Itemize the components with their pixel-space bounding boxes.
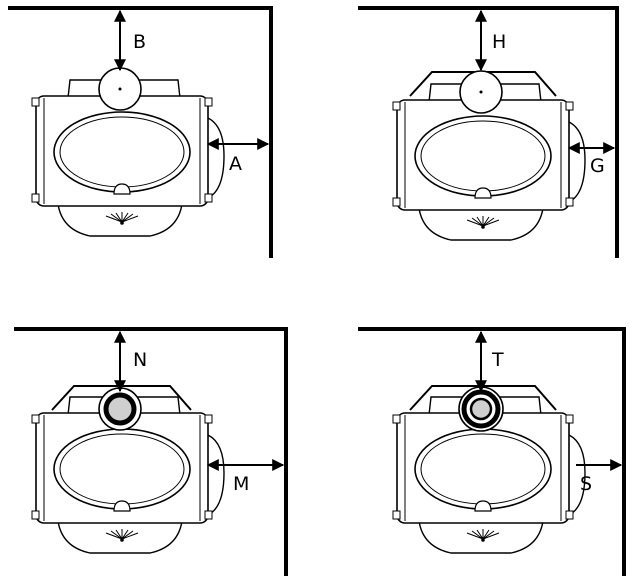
panel-top-right: H G	[358, 6, 619, 258]
clearance-label-horizontal: S	[580, 473, 592, 495]
clearance-label-vertical: H	[492, 31, 506, 53]
stove	[392, 70, 586, 241]
wall-corner	[358, 327, 626, 576]
clearance-label-vertical: N	[133, 349, 147, 371]
panel-bottom-left: N M	[14, 327, 288, 576]
flue-pipe	[103, 392, 137, 426]
stove	[31, 67, 225, 237]
clearance-label-horizontal: A	[229, 153, 242, 175]
panel-top-left: B A	[8, 6, 273, 258]
wall-corner	[358, 6, 619, 258]
clearance-label-horizontal: G	[590, 155, 605, 177]
clearance-label-horizontal: M	[233, 473, 249, 495]
wall-corner	[14, 327, 288, 576]
stove	[392, 386, 586, 554]
clearance-label-vertical: T	[491, 349, 504, 371]
flue-pipe-inner	[469, 397, 493, 421]
panel-bottom-right: T S	[358, 327, 626, 576]
stove	[31, 387, 225, 554]
wall-corner	[8, 6, 273, 258]
clearance-label-vertical: B	[133, 31, 146, 53]
